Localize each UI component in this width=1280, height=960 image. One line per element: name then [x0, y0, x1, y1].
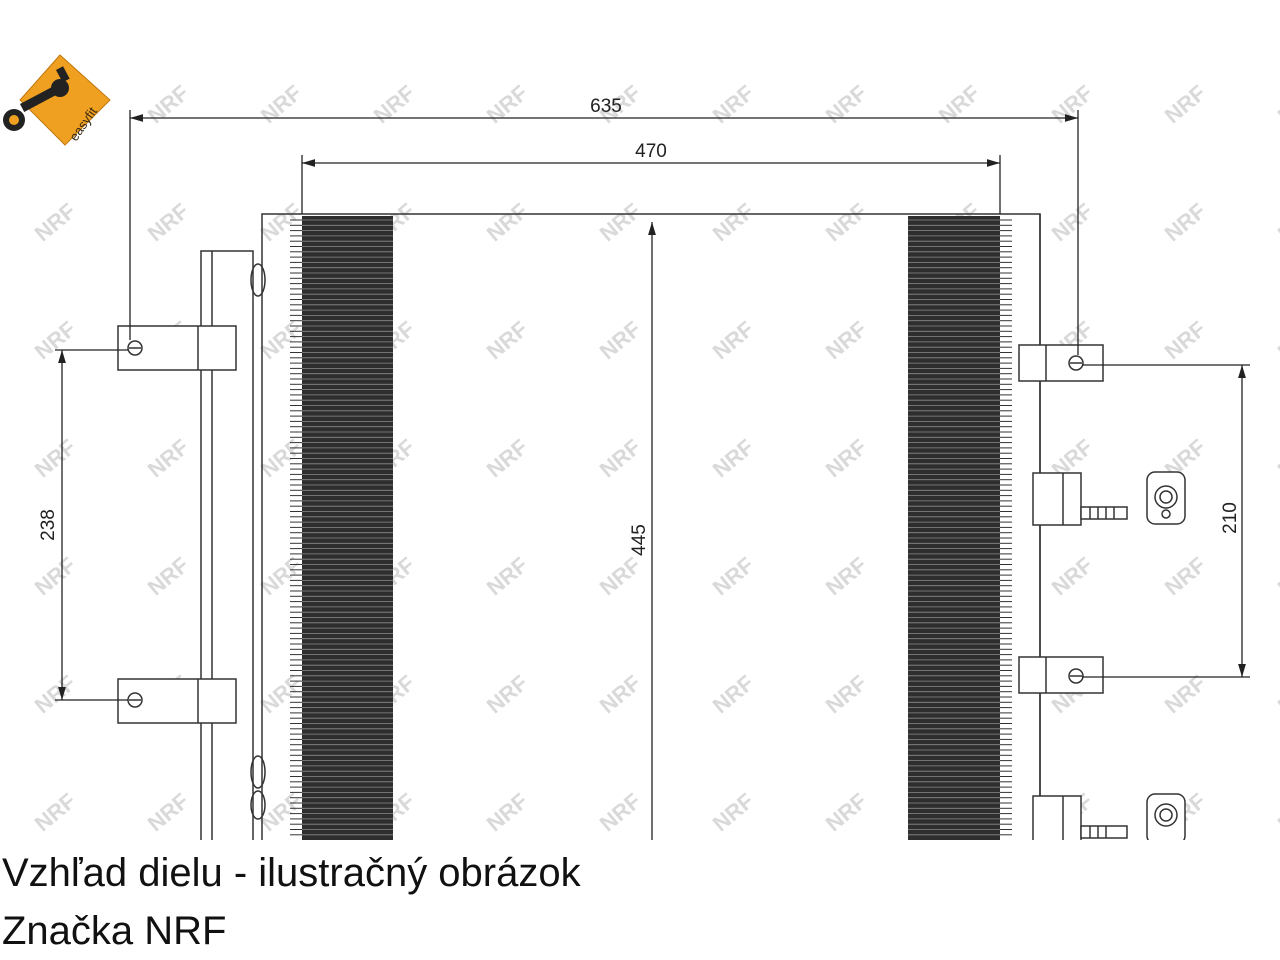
watermark-text: NRF	[821, 198, 872, 246]
watermark-text: NRF	[934, 80, 985, 128]
watermark-text: NRF	[143, 434, 194, 482]
watermark-text: NRF	[143, 80, 194, 128]
watermark-text: NRF	[595, 552, 646, 600]
watermark-text: NRF	[1273, 434, 1280, 482]
caption-illustration-note: Vzhľad dielu - ilustračný obrázok	[2, 851, 581, 895]
watermark-text: NRF	[708, 198, 759, 246]
watermark-text: NRF	[595, 670, 646, 718]
left-bracket-top	[117, 325, 237, 371]
watermark-text: NRF	[595, 788, 646, 836]
watermark-text: NRF	[1160, 80, 1211, 128]
watermark-text: NRF	[821, 434, 872, 482]
watermark-text: NRF	[1047, 552, 1098, 600]
watermark-text: NRF	[1160, 552, 1211, 600]
watermark-text: NRF	[143, 552, 194, 600]
watermark-text: NRF	[30, 434, 81, 482]
watermark-text: NRF	[821, 552, 872, 600]
core-fins-right	[908, 216, 1012, 840]
watermark-text: NRF	[482, 434, 533, 482]
watermark-text: NRF	[256, 198, 307, 246]
core-fins-left	[290, 216, 393, 840]
watermark-text: NRF	[482, 788, 533, 836]
left-bracket-bottom	[117, 678, 237, 724]
watermark-text: NRF	[1273, 316, 1280, 364]
fin-block	[302, 216, 393, 840]
dimension-lines	[55, 110, 1250, 840]
watermark-text: NRF	[595, 434, 646, 482]
watermark-text: NRF	[30, 552, 81, 600]
watermark-text: NRF	[30, 316, 81, 364]
watermark-text: NRF	[595, 198, 646, 246]
easyfit-logo: easyfit	[3, 54, 111, 146]
watermark-text: NRF	[821, 316, 872, 364]
watermark-text: NRF	[30, 670, 81, 718]
watermark-text: NRF	[30, 198, 81, 246]
watermark-text: NRF	[595, 316, 646, 364]
watermark-text: NRF	[256, 670, 307, 718]
watermark-text: NRF	[143, 788, 194, 836]
condenser-technical-drawing: NRF NRF NRF NRF NRF NRF NRF NRF NRF NRF NRF NRF NRF N…	[3, 54, 1280, 840]
watermark-text: NRF	[482, 80, 533, 128]
watermark-text: NRF	[30, 788, 81, 836]
watermark-text: NRF	[821, 670, 872, 718]
pipe-connector-upper	[1032, 471, 1186, 526]
dimension-labels: 635 470 445 238 210	[38, 96, 1241, 556]
watermark-text: NRF	[1273, 788, 1280, 836]
watermark-text: NRF	[1273, 670, 1280, 718]
watermark-text: NRF	[256, 80, 307, 128]
watermark-text: NRF	[708, 434, 759, 482]
watermark-text: NRF	[1047, 198, 1098, 246]
watermark-text: NRF	[482, 670, 533, 718]
watermark-text: NRF	[482, 316, 533, 364]
dim-label-238: 238	[38, 509, 59, 541]
dim-label-445: 445	[629, 524, 650, 556]
right-bracket-top	[1018, 344, 1104, 382]
watermark-text: NRF	[708, 316, 759, 364]
watermark-text: NRF	[708, 80, 759, 128]
watermark-text: NRF	[1273, 552, 1280, 600]
dim-label-470: 470	[635, 141, 667, 162]
dim-label-210: 210	[1220, 502, 1241, 534]
fin-block	[908, 216, 1000, 840]
wrench-icon	[3, 66, 70, 131]
watermark-text: NRF	[821, 80, 872, 128]
watermark-text: NRF	[256, 316, 307, 364]
dim-label-635: 635	[590, 96, 622, 117]
watermark-text: NRF	[708, 788, 759, 836]
caption-brand: Značka NRF	[2, 909, 227, 953]
right-bracket-bottom	[1018, 656, 1104, 694]
watermark-text: NRF	[482, 198, 533, 246]
watermark-text: NRF	[1273, 198, 1280, 246]
watermark-text: NRF	[1160, 316, 1211, 364]
watermark-text: NRF	[821, 788, 872, 836]
watermark-text: NRF	[482, 552, 533, 600]
watermark-text: NRF	[1160, 198, 1211, 246]
watermark-text: NRF	[708, 552, 759, 600]
watermark-text: NRF	[708, 670, 759, 718]
watermark-text: NRF	[143, 198, 194, 246]
watermark-text: NRF	[1273, 80, 1280, 128]
watermark-text: NRF	[1047, 80, 1098, 128]
pipe-connector-lower	[1032, 793, 1186, 840]
watermark-text: NRF	[369, 80, 420, 128]
